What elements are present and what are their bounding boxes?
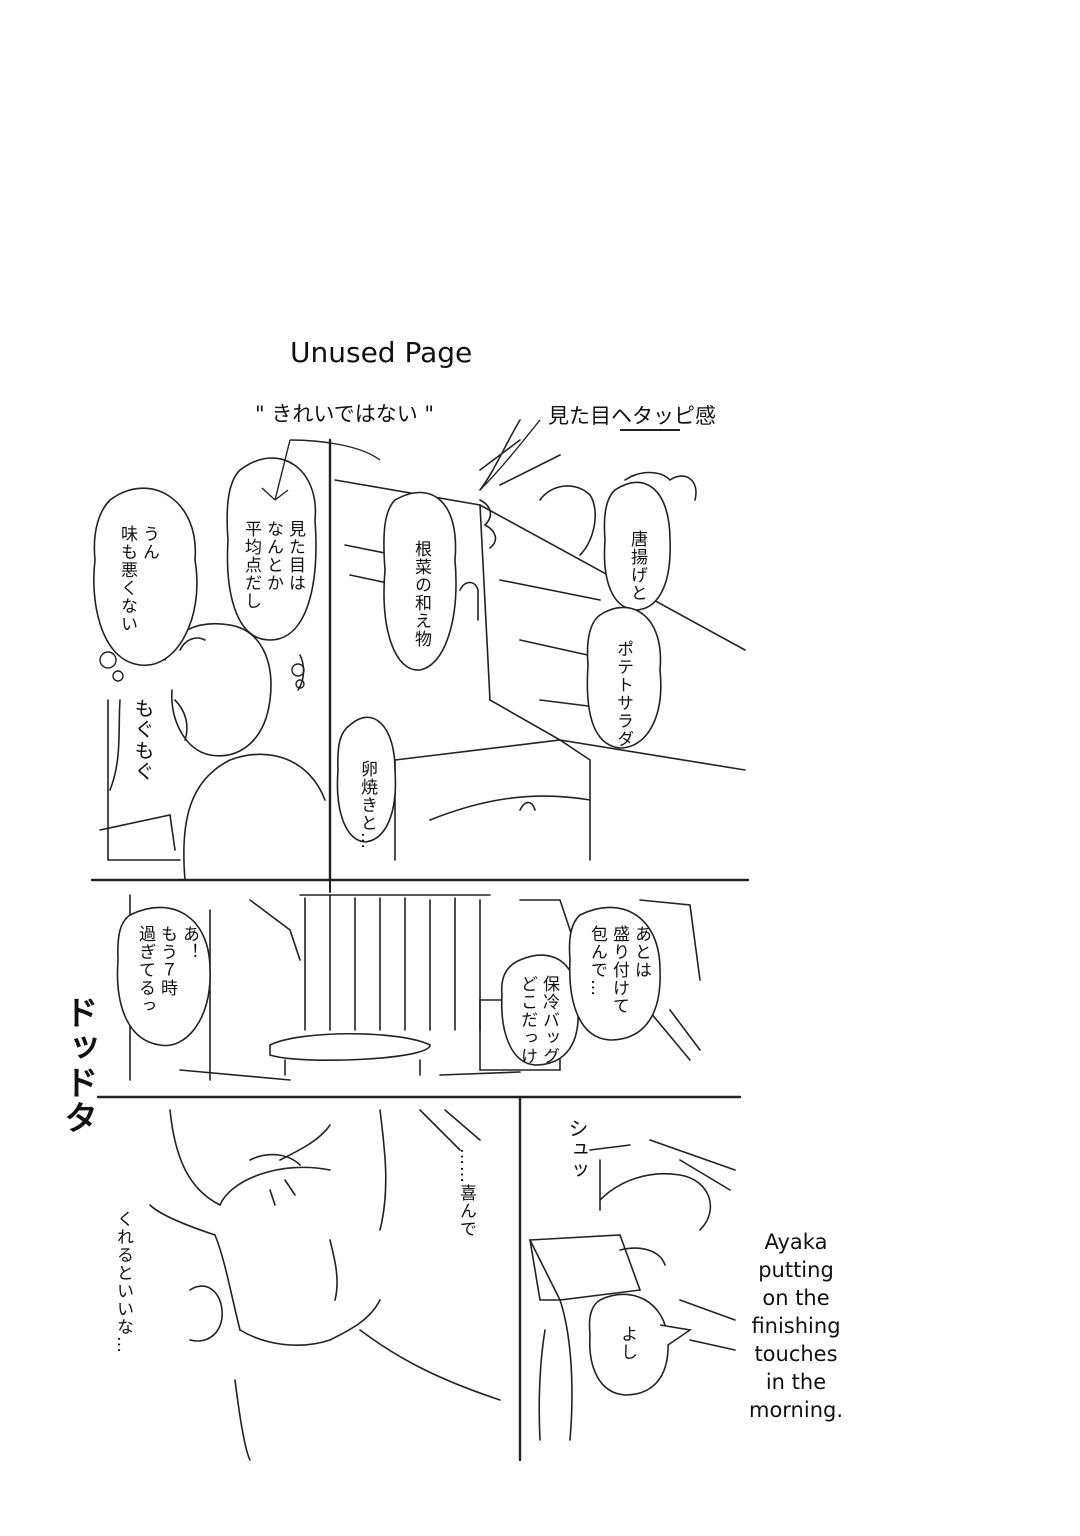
note-not-pretty: " きれいではない " — [255, 402, 435, 426]
bubble-p3-right — [568, 906, 661, 1041]
page-title: Unused Page — [290, 336, 473, 369]
bubble-text-p1-left: うん 味も悪くない — [117, 525, 159, 633]
note-clumsy-looking: 見た目ヘタッピ感 — [548, 404, 716, 428]
page-caption: Ayaka putting on the finishing touches i… — [748, 1230, 844, 1422]
bubble-text-p5: よし — [617, 1325, 637, 1361]
bubble-p1-left — [93, 487, 198, 666]
bubble-p1-right — [226, 457, 317, 641]
bubble-p2-c — [603, 481, 671, 611]
bubble-text-p4-a: ……喜んで — [456, 1148, 476, 1238]
bubble-p2-b — [336, 716, 397, 843]
bubble-text-p2-a: 根菜の和え物 — [411, 540, 431, 648]
sfx-mogu: もぐもぐ — [131, 698, 155, 782]
sfx-shurt: シュッ — [565, 1118, 589, 1181]
bubble-p2-a — [383, 491, 457, 671]
bubble-text-p2-b: 卵焼きと… — [357, 760, 377, 850]
bubble-p3-left — [116, 906, 211, 1047]
bubble-text-p3-right: あとは 盛り付けて 包んで… — [587, 925, 651, 1015]
bubble-p5 — [588, 1293, 669, 1396]
bubble-text-p4-b: くれるといいな… — [113, 1210, 133, 1354]
bubble-p2-d — [586, 606, 662, 749]
bubble-text-p3-left: あ！ もう７時 過ぎてるっ — [135, 925, 199, 1015]
bubble-text-p3-mid: 保冷バッグ どこだっけ — [517, 975, 559, 1065]
bubble-text-p1-right: 見た目は なんとか 平均点だし — [241, 520, 305, 610]
sfx-dotabata: ドッドタ — [58, 995, 98, 1135]
bubble-text-p2-d: ポテトサラダ — [613, 640, 633, 748]
bubble-text-p2-c: 唐揚げと — [627, 530, 647, 602]
